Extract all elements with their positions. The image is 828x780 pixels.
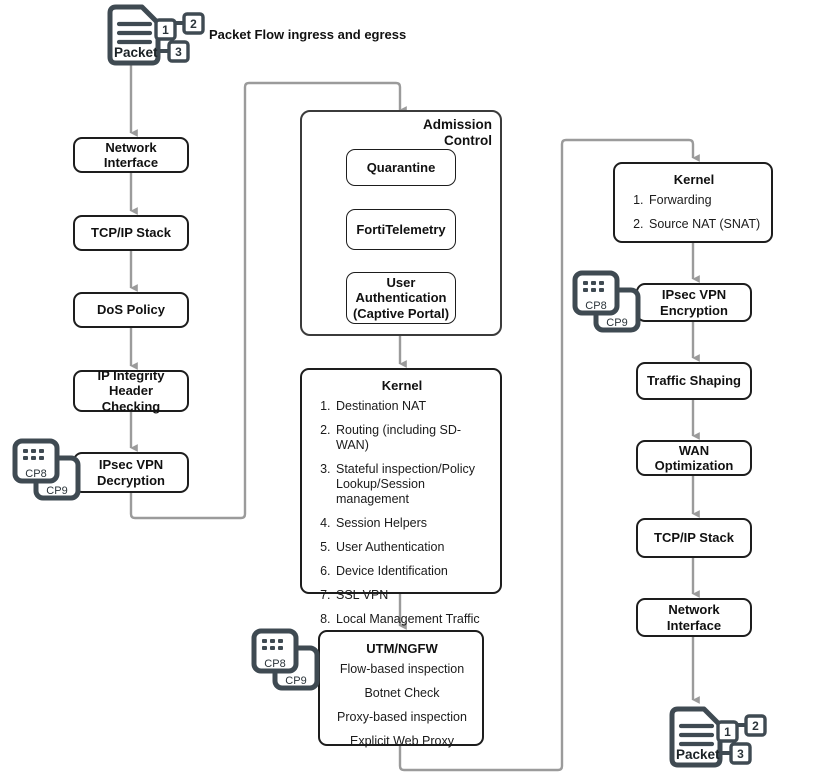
list-item: Local Management Traffic [334, 612, 490, 627]
panel-kernel-right: Kernel Forwarding Source NAT (SNAT) [613, 162, 773, 243]
cp-icon-ipsec-encryption-front-label: CP8 [585, 300, 606, 312]
node-traffic-shaping[interactable]: Traffic Shaping [636, 362, 752, 400]
panel-kernel-right-list: Forwarding Source NAT (SNAT) [627, 193, 761, 232]
packet-ingress: 1 2 3 Packet [100, 4, 210, 75]
panel-kernel-middle-title: Kernel [381, 378, 423, 393]
packet-ingress-badge-1: 1 [162, 23, 169, 37]
node-dos-policy-label: DoS Policy [97, 302, 165, 318]
node-network-interface[interactable]: Network Interface [73, 137, 189, 173]
packet-egress-badge-1: 1 [724, 725, 731, 739]
cp-icon-ipsec-encryption: CP9 CP8 [570, 268, 646, 341]
diagram-title: Packet Flow ingress and egress [209, 27, 407, 42]
list-item: Source NAT (SNAT) [647, 217, 761, 232]
packet-egress-badge-3: 3 [737, 747, 744, 761]
node-dos-policy[interactable]: DoS Policy [73, 292, 189, 328]
list-item: SSL VPN [334, 588, 490, 603]
packet-egress-badge-2: 2 [752, 719, 759, 733]
panel-kernel-middle-list: Destination NAT Routing (including SD-WA… [314, 399, 490, 627]
packet-ingress-label: Packet [114, 45, 158, 60]
node-tcp-ip-stack-egress[interactable]: TCP/IP Stack [636, 518, 752, 558]
list-item: Session Helpers [334, 516, 490, 531]
node-network-interface-egress-label: Network Interface [666, 602, 722, 633]
cp-icon-utm-ngfw: CP9 CP8 [249, 626, 325, 699]
node-wan-optimization[interactable]: WAN Optimization [636, 440, 752, 476]
node-traffic-shaping-label: Traffic Shaping [647, 373, 741, 389]
node-wan-optimization-label: WAN Optimization [654, 442, 734, 473]
list-item: Forwarding [647, 193, 761, 208]
list-item: Botnet Check [364, 686, 440, 700]
list-item: Destination NAT [334, 399, 490, 414]
list-item: Routing (including SD-WAN) [334, 423, 490, 453]
packet-egress: 1 2 3 Packet [662, 706, 772, 777]
node-tcp-ip-stack-egress-label: TCP/IP Stack [654, 530, 734, 546]
node-quarantine-label: Quarantine [366, 159, 436, 175]
cp-icon-ipsec-decryption-back-label: CP9 [46, 485, 67, 497]
panel-kernel-middle: Kernel Destination NAT Routing (includin… [300, 368, 502, 626]
node-quarantine[interactable]: Quarantine [346, 149, 456, 186]
list-item: Flow-based inspection [339, 662, 465, 676]
packet-ingress-badge-2: 2 [190, 17, 197, 31]
cp-icon-utm-ngfw-front-label: CP8 [264, 658, 285, 670]
node-tcp-ip-stack[interactable]: TCP/IP Stack [73, 215, 189, 251]
node-fortitelemetry-label: FortiTelemetry [356, 221, 446, 237]
list-item: Proxy-based inspection [337, 710, 467, 724]
packet-egress-label: Packet [676, 747, 720, 762]
panel-utm-ngfw-title: UTM/NGFW [366, 641, 438, 656]
node-network-interface-label: Network Interface [103, 139, 159, 170]
node-fortitelemetry[interactable]: FortiTelemetry [346, 209, 456, 250]
node-tcp-ip-stack-label: TCP/IP Stack [91, 225, 171, 241]
cp-icon-ipsec-decryption-front-label: CP8 [25, 468, 46, 480]
cp-icon-ipsec-decryption: CP9 CP8 [10, 436, 86, 509]
list-item: Stateful inspection/Policy Lookup/Sessio… [334, 462, 490, 507]
node-network-interface-egress[interactable]: Network Interface [636, 598, 752, 637]
panel-utm-ngfw: UTM/NGFW Flow-based inspection Botnet Ch… [318, 630, 484, 748]
list-item: User Authentication [334, 540, 490, 555]
list-item: Explicit Web Proxy [350, 734, 454, 748]
list-item: Device Identification [334, 564, 490, 579]
packet-ingress-badge-3: 3 [175, 45, 182, 59]
panel-kernel-right-title: Kernel [673, 172, 715, 187]
cp-icon-ipsec-encryption-back-label: CP9 [606, 317, 627, 329]
cp-icon-utm-ngfw-back-label: CP9 [285, 675, 306, 687]
